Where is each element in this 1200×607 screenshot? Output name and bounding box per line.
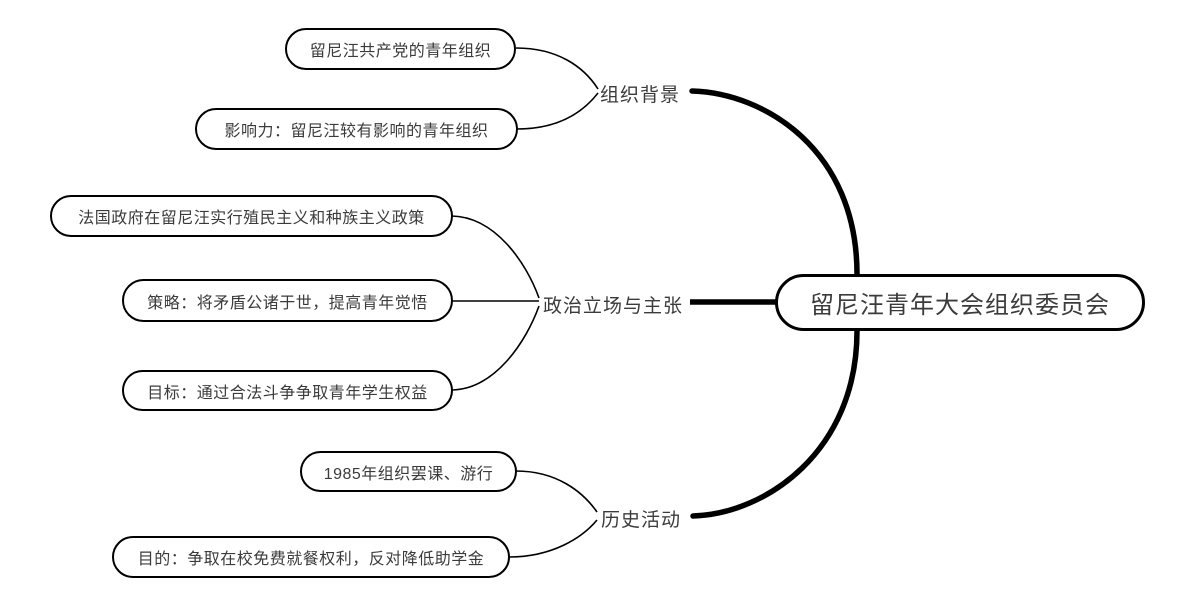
root-node[interactable]: 留尼汪青年大会组织委员会 (775, 274, 1145, 331)
child-node-french-colonial-policy[interactable]: 法国政府在留尼汪实行殖民主义和种族主义政策 (50, 195, 453, 237)
connector-branch-0-child-0 (515, 47, 599, 90)
child-node-1985-strike-march[interactable]: 1985年组织罢课、游行 (300, 451, 517, 492)
connector-branch-1-child-2 (451, 305, 540, 391)
child-node-youth-org-of-communist-party[interactable]: 留尼汪共产党的青年组织 (285, 28, 516, 70)
branch-label-historical-activities[interactable]: 历史活动 (601, 510, 682, 531)
child-node-influence[interactable]: 影响力：留尼汪较有影响的青年组织 (195, 108, 518, 150)
branch-label-political-stance[interactable]: 政治立场与主张 (543, 296, 684, 317)
connector-root-to-branch-0 (689, 88, 860, 277)
connector-branch-1-child-0 (451, 215, 540, 299)
connector-branch-2-child-1 (508, 519, 598, 558)
child-node-purpose[interactable]: 目的：争取在校免费就餐权利，反对降低助学金 (112, 536, 510, 578)
branch-label-organization-background[interactable]: 组织背景 (600, 85, 681, 106)
connector-root-to-branch-2 (690, 328, 860, 519)
child-node-strategy[interactable]: 策略：将矛盾公诸于世，提高青年觉悟 (122, 279, 453, 322)
connector-branch-2-child-0 (515, 470, 598, 513)
connector-branch-0-child-1 (516, 92, 599, 130)
child-node-goal[interactable]: 目标：通过合法斗争争取青年学生权益 (122, 370, 453, 411)
